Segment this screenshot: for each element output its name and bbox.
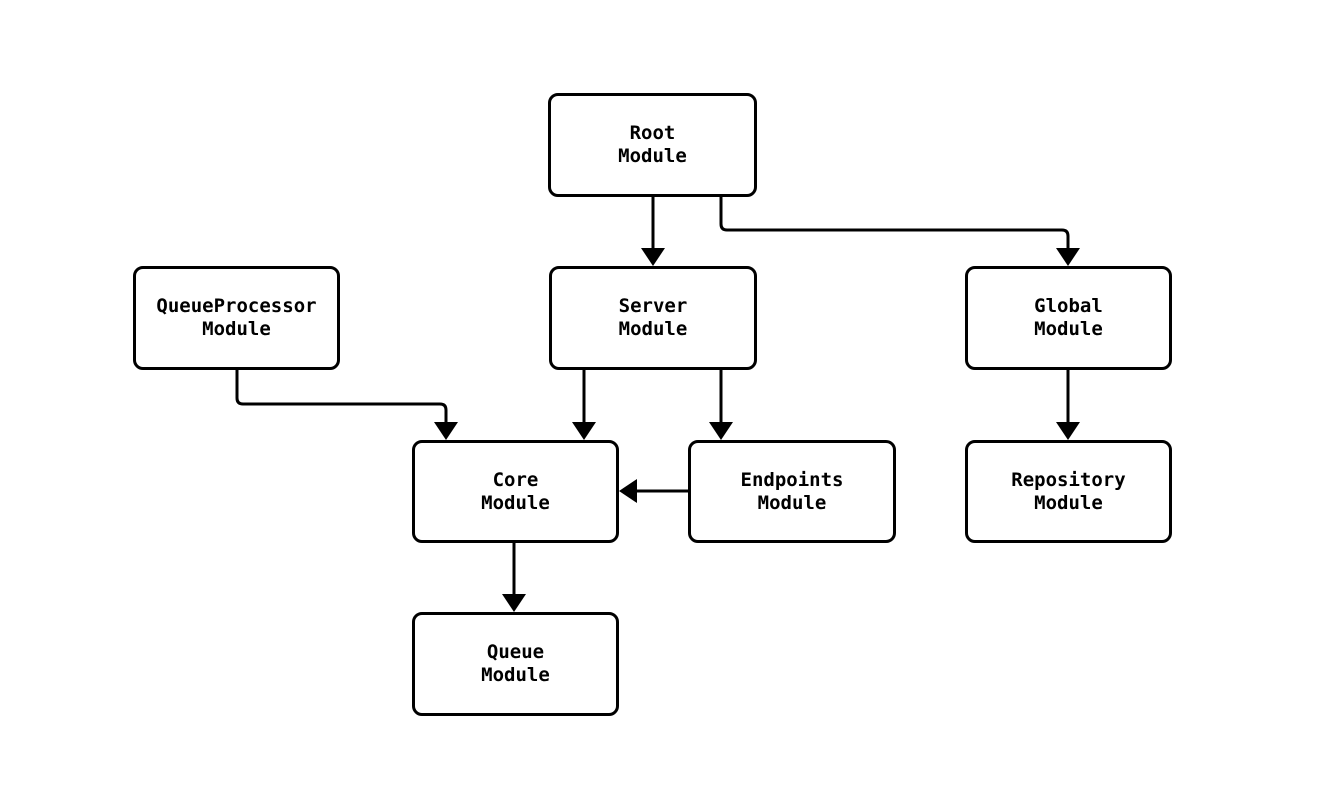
node-label-line1: QueueProcessor <box>156 295 317 317</box>
arrowhead-root-to-server <box>641 248 665 266</box>
arrowhead-endpoints-to-core <box>619 479 637 503</box>
node-label-line2: Module <box>481 664 550 686</box>
arrowhead-server-to-endpoints <box>709 422 733 440</box>
node-label-line2: Module <box>618 145 687 167</box>
node-root-module: Root Module <box>548 93 757 197</box>
edge-root-to-global <box>719 197 1070 248</box>
node-label-line1: Root <box>629 122 676 144</box>
arrowhead-queueprocessor-to-core <box>434 422 458 440</box>
arrowhead-core-to-queue <box>502 594 526 612</box>
node-global-module: Global Module <box>965 266 1172 370</box>
node-label-line1: Endpoints <box>740 468 844 491</box>
node-label-line1: Repository <box>1011 468 1126 491</box>
node-label-line1: Queue <box>486 641 545 663</box>
node-label-line2: Module <box>202 318 271 340</box>
node-label-line1: Core <box>492 468 539 491</box>
node-queue-module: Queue Module <box>412 612 619 716</box>
node-label-line2: Module <box>618 318 688 340</box>
node-label-line1: Server <box>618 295 688 317</box>
arrowhead-server-to-core <box>572 422 596 440</box>
node-label-line1: Global <box>1034 295 1103 317</box>
arrowhead-root-to-global <box>1056 248 1080 266</box>
edge-queueprocessor-to-core <box>235 370 448 422</box>
node-server-module: Server Module <box>549 266 757 370</box>
arrowhead-global-to-repository <box>1056 422 1080 440</box>
node-core-module: Core Module <box>412 440 619 543</box>
node-label-line2: Module <box>757 491 827 514</box>
node-label-line2: Module <box>1034 491 1103 514</box>
node-label-line2: Module <box>1034 318 1103 340</box>
node-label-line2: Module <box>481 491 550 514</box>
node-endpoints-module: Endpoints Module <box>688 440 896 543</box>
node-repository-module: Repository Module <box>965 440 1172 543</box>
node-queueprocessor-module: QueueProcessor Module <box>133 266 340 370</box>
